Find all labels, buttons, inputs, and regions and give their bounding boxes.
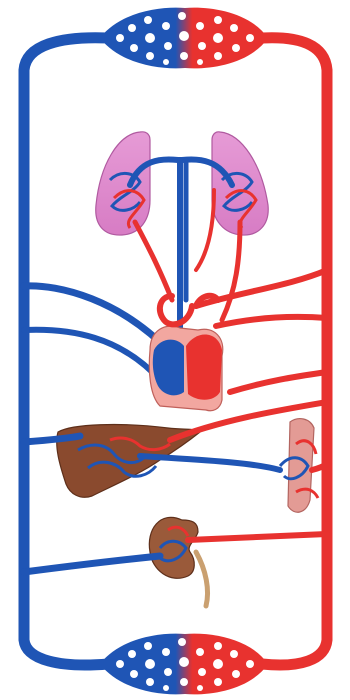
lower-capillary-bed	[100, 634, 268, 695]
kidney	[149, 517, 207, 606]
main-artery-right	[262, 38, 327, 665]
muscle	[280, 419, 327, 513]
upper-capillary-bed	[100, 8, 268, 69]
heart-left-side	[186, 334, 222, 399]
heart	[149, 296, 222, 411]
left-lung	[96, 132, 150, 235]
